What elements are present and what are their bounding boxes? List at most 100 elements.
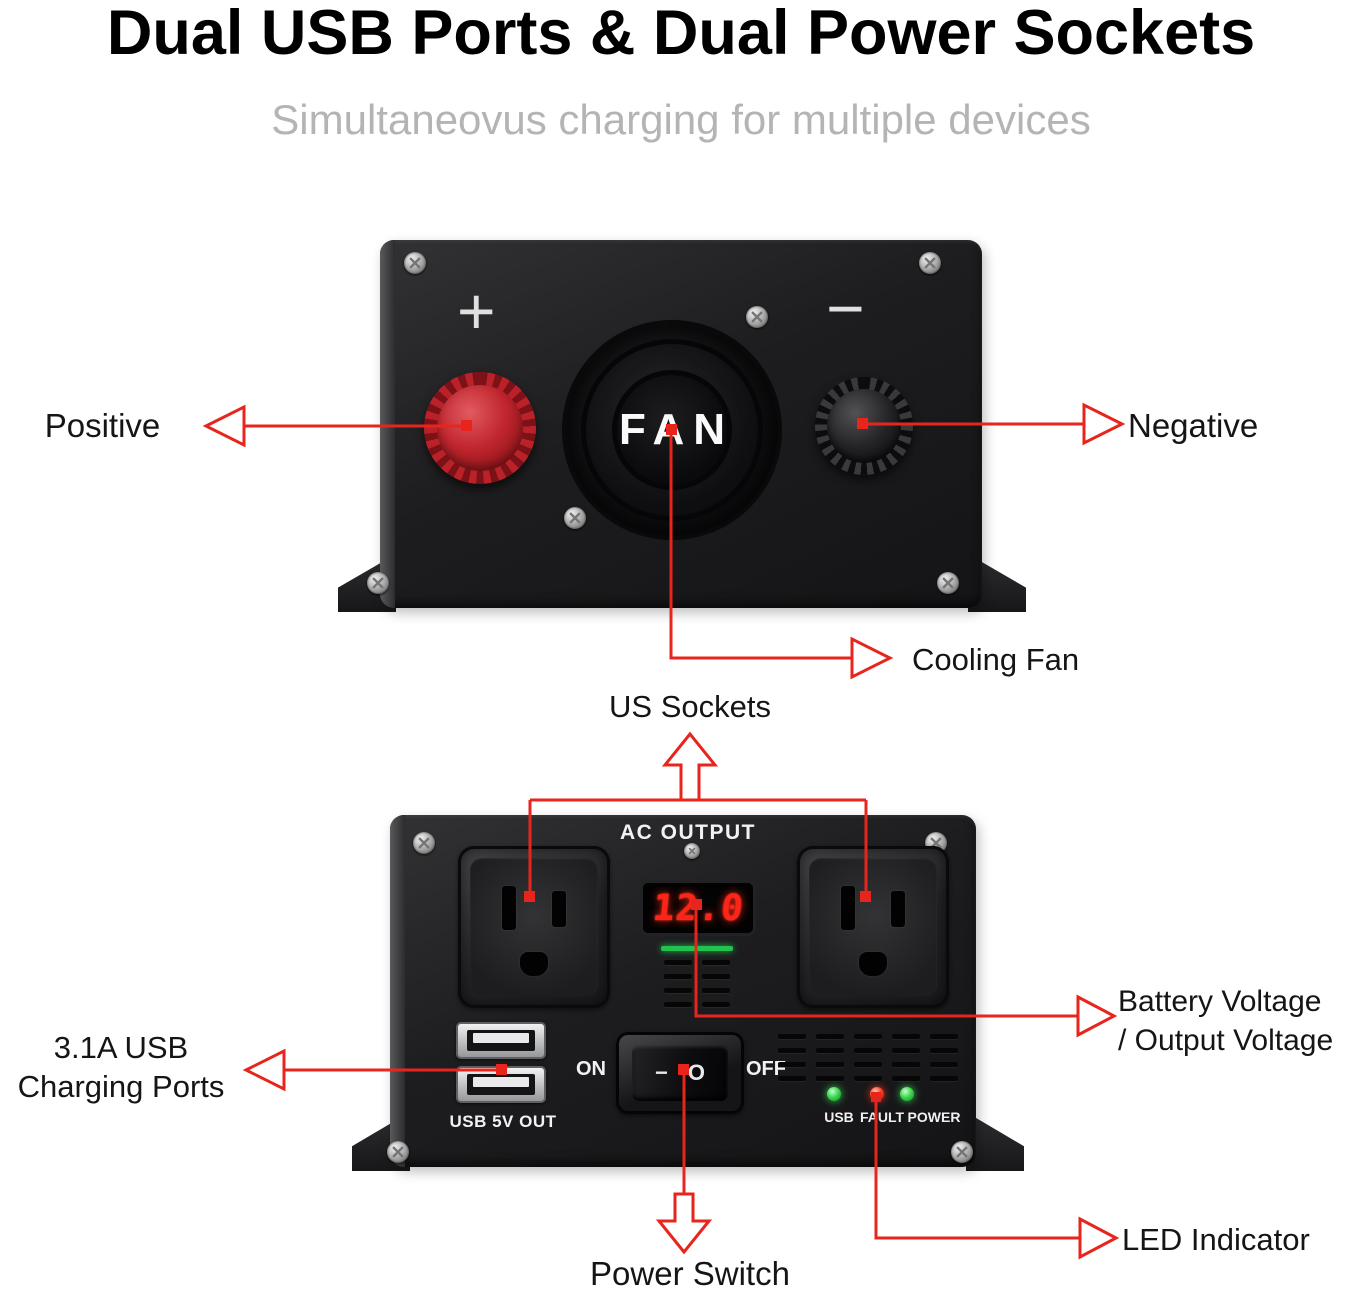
- arrow-left-icon: [242, 1048, 286, 1092]
- vent-slot: [854, 1076, 882, 1081]
- arrow-left-icon: [202, 404, 246, 448]
- label-battery-voltage: Battery Voltage / Output Voltage: [1118, 982, 1362, 1060]
- label-usb-charging-line2: Charging Ports: [17, 1069, 225, 1104]
- socket-slot-hot: [891, 891, 905, 927]
- vent-slot: [778, 1048, 806, 1053]
- vent-slot: [930, 1076, 958, 1081]
- socket-face: [470, 858, 598, 996]
- voltage-display: 12.0: [640, 880, 756, 936]
- page-subtitle: Simultaneovus charging for multiple devi…: [271, 96, 1091, 143]
- plus-symbol: +: [457, 274, 496, 348]
- vent-slot: [702, 960, 730, 965]
- usb-cavity: [467, 1074, 535, 1095]
- label-us-sockets: US Sockets: [609, 689, 771, 724]
- usb-out-label: USB 5V OUT: [449, 1112, 557, 1131]
- vent-slot: [930, 1062, 958, 1067]
- terminal-cap: [827, 389, 901, 463]
- usb-tongue: [473, 1033, 529, 1043]
- vent-slot: [702, 988, 730, 993]
- vent-slot: [892, 1076, 920, 1081]
- arrow-right-icon: [850, 636, 894, 680]
- screw-icon: [367, 572, 389, 594]
- page-title: Dual USB Ports & Dual Power Sockets: [106, 0, 1256, 68]
- rocker-on-mark: −: [655, 1060, 668, 1085]
- label-negative: Negative: [1128, 407, 1259, 444]
- vent-slot: [892, 1048, 920, 1053]
- screw-icon: [919, 252, 941, 274]
- vent-slot: [702, 974, 730, 979]
- socket-ground-hole: [859, 952, 887, 976]
- screw-icon: [684, 843, 700, 859]
- housing-edge: [380, 240, 395, 608]
- terminal-cap: [437, 385, 523, 471]
- screw-icon: [951, 1141, 973, 1163]
- arrow-right-icon: [1076, 994, 1118, 1038]
- socket-slot-neutral: [841, 886, 855, 930]
- arrow-right-icon: [1082, 402, 1126, 446]
- screw-icon: [937, 572, 959, 594]
- positive-terminal: [424, 372, 536, 484]
- screw-icon: [404, 252, 426, 274]
- vent-slot: [816, 1048, 844, 1053]
- power-led: [900, 1087, 914, 1101]
- label-power-switch: Power Switch: [590, 1255, 790, 1290]
- housing-edge: [390, 815, 405, 1167]
- indicator-vents: [649, 946, 745, 1007]
- vent-slot: [854, 1034, 882, 1039]
- fan-label: FAN: [619, 405, 734, 454]
- vent-slot: [892, 1062, 920, 1067]
- rocker-off-mark: O: [687, 1060, 705, 1085]
- label-led-indicator: LED Indicator: [1122, 1222, 1310, 1257]
- green-indicator-bar: [661, 946, 733, 951]
- voltage-reading: 12.0: [650, 887, 746, 929]
- power-switch-rocker: − O: [632, 1045, 728, 1101]
- vent-slot: [854, 1048, 882, 1053]
- vent-slot: [892, 1034, 920, 1039]
- screw-icon: [387, 1141, 409, 1163]
- socket-slot-hot: [552, 891, 566, 927]
- usb-tongue: [473, 1077, 529, 1087]
- negative-terminal: [815, 377, 913, 475]
- socket-slot-neutral: [502, 886, 516, 930]
- power-led-label: POWER: [907, 1109, 961, 1125]
- vent-slot: [664, 974, 692, 979]
- cooling-fan: FAN: [566, 324, 778, 536]
- vent-slot: [930, 1048, 958, 1053]
- socket-face: [809, 858, 937, 996]
- label-battery-voltage-line1: Battery Voltage: [1118, 985, 1322, 1018]
- vent-slot: [664, 988, 692, 993]
- inverter-back-view: AC OUTPUT 12.0: [352, 815, 1024, 1171]
- vent-slot: [778, 1034, 806, 1039]
- vent-slot: [816, 1076, 844, 1081]
- off-label: OFF: [746, 1058, 786, 1080]
- usb-port-bottom: [456, 1066, 546, 1103]
- arrow-right-icon: [1078, 1216, 1120, 1260]
- usb-port-top: [456, 1022, 546, 1059]
- vent-slot: [778, 1062, 806, 1067]
- arrow-up-icon: [661, 731, 719, 802]
- label-battery-voltage-line2: / Output Voltage: [1118, 1024, 1334, 1057]
- label-cooling-fan: Cooling Fan: [912, 642, 1080, 677]
- ac-output-label: AC OUTPUT: [620, 821, 756, 844]
- vent-grid: [778, 1034, 958, 1081]
- minus-symbol: −: [826, 271, 865, 345]
- vent-slot: [664, 960, 692, 965]
- screw-icon: [746, 306, 768, 328]
- screw-icon: [413, 832, 435, 854]
- vent-slot: [702, 1002, 730, 1007]
- vent-slot: [778, 1076, 806, 1081]
- on-label: ON: [576, 1058, 606, 1080]
- label-usb-charging-line1: 3.1A USB: [53, 1030, 189, 1065]
- usb-cavity: [467, 1030, 535, 1051]
- inverter-front-view: + − FAN: [338, 240, 1026, 612]
- label-positive: Positive: [44, 407, 161, 444]
- arrow-down-icon: [655, 1192, 713, 1255]
- ac-socket-left: [458, 846, 610, 1008]
- vent-slot: [854, 1062, 882, 1067]
- vent-slot: [930, 1034, 958, 1039]
- vent-slot: [816, 1062, 844, 1067]
- vent-slot: [816, 1034, 844, 1039]
- ac-socket-right: [797, 846, 949, 1008]
- power-switch: − O: [616, 1032, 744, 1114]
